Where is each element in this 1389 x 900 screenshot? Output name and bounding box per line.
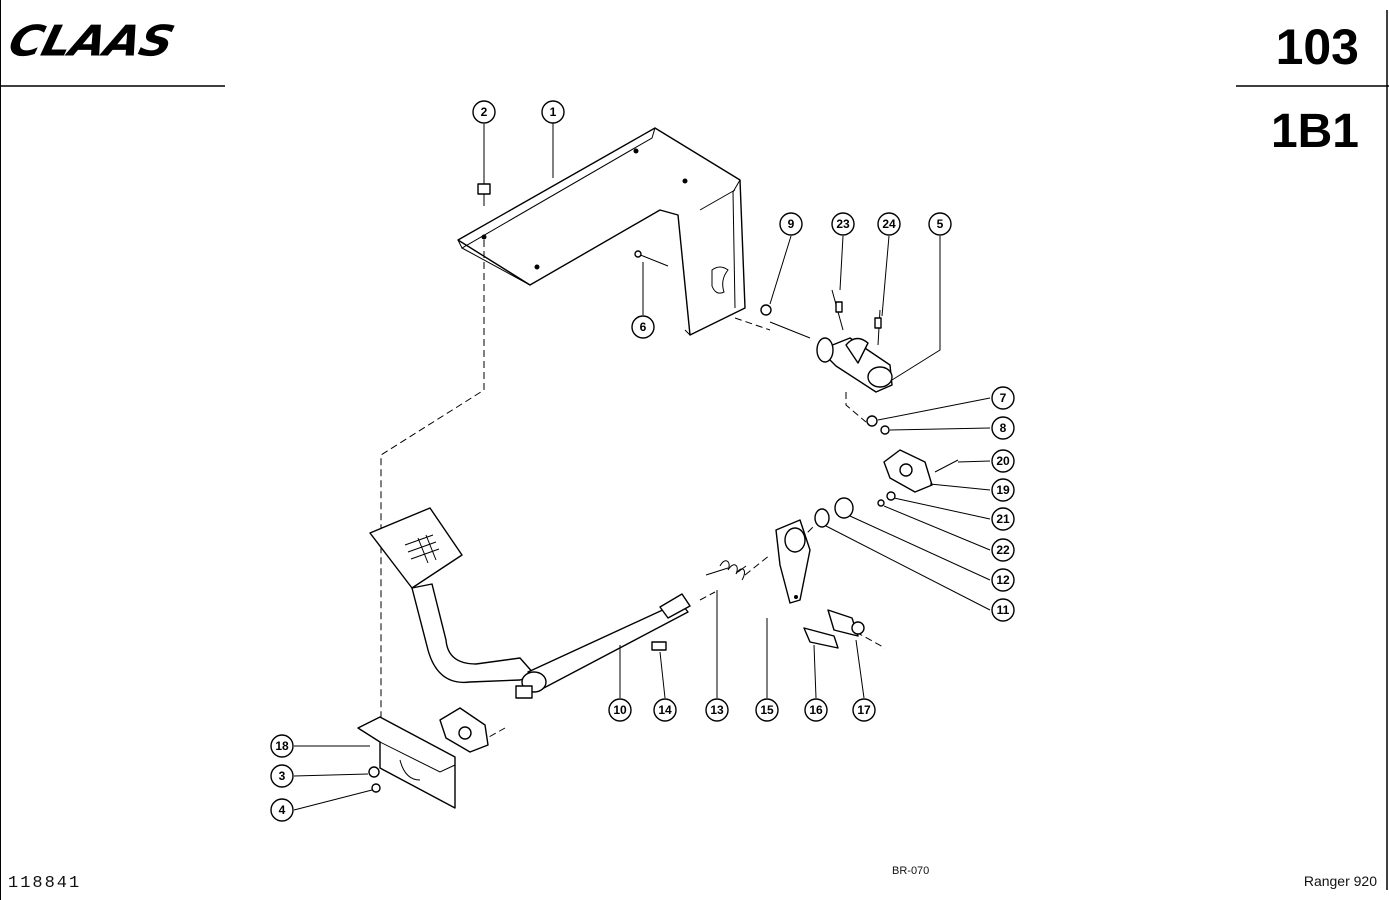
callout-16: 16 (804, 698, 828, 722)
svg-text:19: 19 (996, 483, 1010, 497)
svg-text:7: 7 (1000, 391, 1007, 405)
part-pedal-shaft (369, 507, 691, 699)
callout-5: 5 (928, 212, 952, 236)
callout-11: 11 (991, 598, 1015, 622)
callout-3: 3 (270, 764, 294, 788)
svg-text:24: 24 (882, 217, 896, 231)
svg-text:21: 21 (996, 512, 1010, 526)
part-pin (634, 250, 669, 267)
part-washer-11 (814, 508, 830, 528)
part-clevis (803, 609, 865, 649)
callout-13: 13 (705, 698, 729, 722)
callout-7: 7 (991, 386, 1015, 410)
svg-text:3: 3 (279, 769, 286, 783)
svg-text:17: 17 (857, 703, 871, 717)
callout-18: 18 (270, 734, 294, 758)
svg-text:12: 12 (996, 573, 1010, 587)
callout-12: 12 (991, 568, 1015, 592)
callout-1: 1 (541, 100, 565, 124)
svg-text:14: 14 (658, 703, 672, 717)
part-fittings (831, 289, 882, 346)
svg-text:9: 9 (788, 217, 795, 231)
callout-22: 22 (991, 538, 1015, 562)
callout-2: 2 (472, 100, 496, 124)
callout-4: 4 (270, 798, 294, 822)
callout-15: 15 (755, 698, 779, 722)
callout-19: 19 (991, 478, 1015, 502)
svg-text:22: 22 (996, 543, 1010, 557)
svg-text:1: 1 (550, 105, 557, 119)
document-id: 118841 (8, 874, 82, 893)
callout-23: 23 (831, 212, 855, 236)
part-washer-7 (866, 415, 878, 427)
callout-14: 14 (653, 698, 677, 722)
section-code: 1B1 (1270, 105, 1359, 158)
callout-6: 6 (631, 315, 655, 339)
callout-20: 20 (991, 449, 1015, 473)
callout-17: 17 (852, 698, 876, 722)
part-bolt (477, 183, 491, 206)
svg-text:11: 11 (997, 603, 1010, 617)
part-nut-12 (834, 497, 854, 519)
callout-24: 24 (877, 212, 901, 236)
machine-model: Ranger 920 (1303, 873, 1377, 889)
part-lower-bracket (357, 707, 489, 809)
part-bracket (457, 127, 746, 336)
callout-leaders (293, 123, 991, 811)
part-master-cylinder (760, 304, 893, 393)
svg-text:10: 10 (613, 703, 627, 717)
part-washer-21 (886, 491, 896, 501)
part-nut-22 (877, 499, 885, 507)
svg-text:4: 4 (279, 803, 286, 817)
svg-text:18: 18 (275, 739, 289, 753)
part-lever (775, 519, 811, 604)
svg-text:13: 13 (710, 703, 724, 717)
svg-text:23: 23 (836, 217, 850, 231)
svg-text:8: 8 (1000, 421, 1007, 435)
svg-text:5: 5 (937, 217, 944, 231)
callout-21: 21 (991, 507, 1015, 531)
callout-10: 10 (608, 698, 632, 722)
callout-9: 9 (779, 212, 803, 236)
part-nut-8 (880, 425, 890, 435)
svg-text:2: 2 (481, 105, 488, 119)
drawing-reference: BR-070 (892, 865, 930, 877)
part-flange-bearing-upper (883, 449, 959, 493)
svg-text:6: 6 (640, 320, 647, 334)
svg-text:20: 20 (996, 454, 1010, 468)
svg-text:16: 16 (809, 703, 823, 717)
part-spring (705, 560, 747, 581)
callout-8: 8 (991, 416, 1015, 440)
part-key (651, 641, 667, 651)
svg-text:15: 15 (760, 703, 774, 717)
page-number: 103 (1275, 19, 1359, 75)
